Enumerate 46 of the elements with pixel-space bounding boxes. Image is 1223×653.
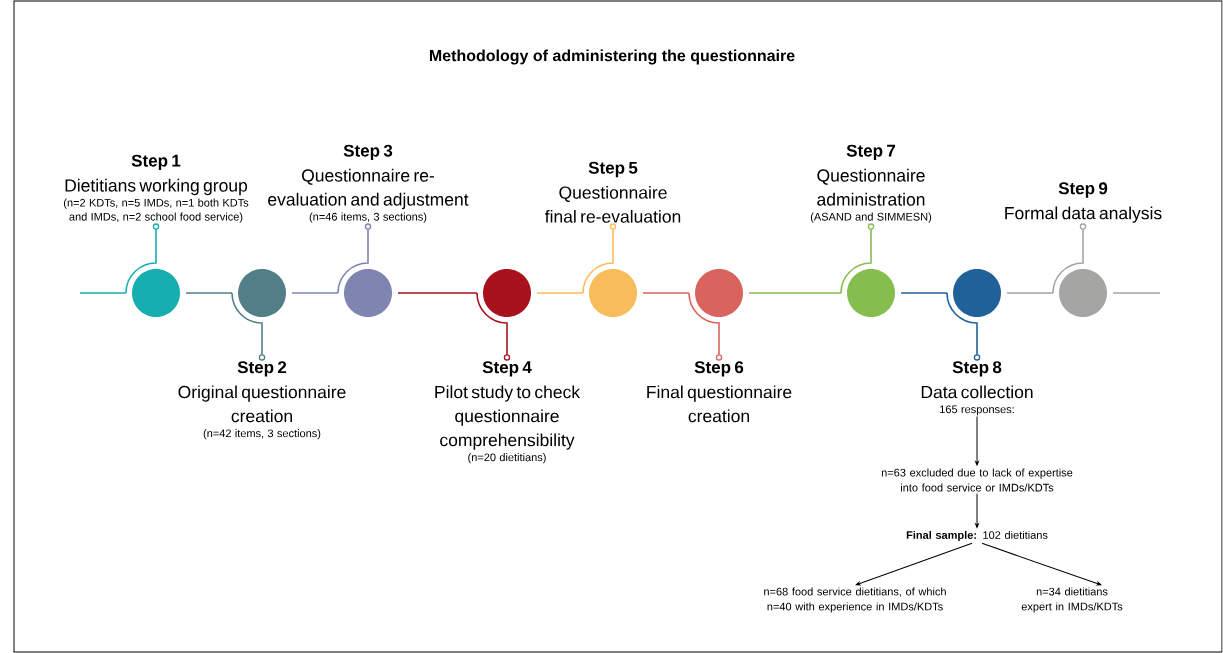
step-circle: [695, 269, 743, 317]
connector-line: [79, 292, 127, 294]
note-text: n=63 excluded due to lack of expertise into food service or IMDs/KDTs: [881, 468, 1073, 492]
title: Methodology of administering the questionnaire: [429, 49, 795, 65]
step-text: Step 4 Pilot study to check questionnaire comprehensibility (n=20 dietitians): [435, 361, 581, 464]
step-text: Step 6 Final questionnaire creation: [647, 361, 792, 423]
pin-line: [688, 292, 720, 356]
pin-line: [946, 292, 978, 356]
connector-line: [1006, 292, 1054, 294]
step-circle: [344, 269, 392, 317]
arrow: [975, 416, 979, 466]
connector-line: [397, 292, 478, 294]
step-text: Step 3 Questionnaire re-evaluation and adjustment (n=46 items, 3 sections): [268, 144, 469, 223]
pin-line: [582, 228, 614, 294]
pin-line: [231, 292, 263, 356]
note-text: n=68 food service dietitians, of which n=40 with experience in IMDs/KDTs: [764, 587, 946, 613]
connector-line: [185, 292, 233, 294]
arrow: [981, 542, 1102, 586]
connector-line: [291, 292, 339, 294]
step-text: Step 2 Original questionnaire creation (n=42 items, 3 sections): [178, 361, 346, 440]
pin-line: [337, 228, 369, 294]
connector-line: [900, 292, 948, 294]
note-text: Final sample: 102 dietitians: [906, 530, 1048, 542]
pin-line: [840, 228, 872, 294]
note-text: n=34 dietitians expert in IMDs/KDTs: [1021, 587, 1123, 613]
step-circle: [132, 269, 180, 317]
step-circle: [483, 269, 531, 317]
step-text: Step 7 Questionnaire administration (ASAND and SIMMESN): [810, 144, 932, 223]
arrow: [855, 542, 973, 586]
step-circle: [589, 269, 637, 317]
step-circle: [953, 269, 1001, 317]
step-circle: [1059, 269, 1107, 317]
pin-line: [125, 228, 157, 294]
step-text: Step 8 Data collection 165 responses:: [921, 361, 1033, 416]
connector-line: [642, 292, 690, 294]
arrow: [975, 493, 979, 528]
step-text: Step 9 Formal data analysis: [1005, 182, 1162, 223]
connector-line: [748, 292, 842, 294]
step-circle: [847, 269, 895, 317]
connector-line: [1112, 292, 1161, 294]
pin-line: [476, 292, 508, 356]
step-text: Step 5 Questionnaire final re-evaluation: [544, 161, 681, 223]
step-circle: [238, 269, 286, 317]
step-text: Step 1 Dietitians working group (n=2 KDTs, n=5 IMDs, n=1 both KDTs and IMDs, n=2 school food service): [64, 154, 249, 223]
pin-line: [1052, 228, 1084, 294]
connector-line: [536, 292, 584, 294]
